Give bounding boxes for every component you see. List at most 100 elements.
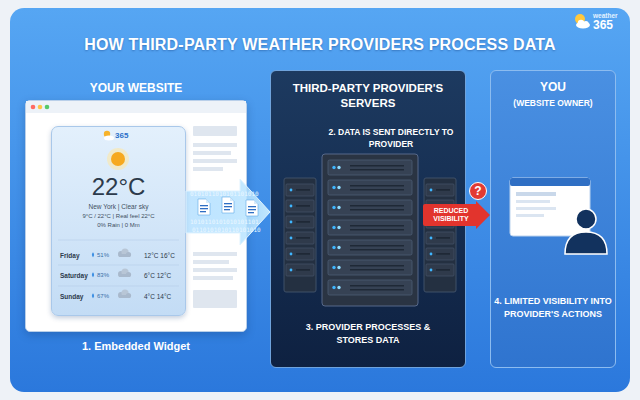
binary-data: 0101011010101101010 <box>190 190 259 197</box>
forecast-day: Sunday <box>60 293 83 301</box>
server-rack <box>328 200 412 215</box>
page-placeholder <box>193 290 237 308</box>
weather-widget: 365 22°C New York | Clear sky 9°C / 22°C | … <box>51 126 186 316</box>
cloud-icon <box>118 248 131 257</box>
sun-icon <box>111 152 125 166</box>
data-flow-arrow <box>186 179 270 245</box>
browser-chrome <box>38 105 43 110</box>
server-rack <box>426 264 454 276</box>
question-mark: ? <box>469 182 487 200</box>
server-rack <box>328 280 412 295</box>
monitor-icon <box>516 207 556 210</box>
browser-chrome <box>26 101 246 113</box>
server-rack <box>286 248 314 260</box>
server-rack <box>328 240 412 255</box>
widget-logo-icon <box>104 131 110 137</box>
monitor-icon <box>516 192 556 196</box>
browser-chrome <box>31 105 36 110</box>
rain-info: 0% Rain | 0 Mm <box>52 222 185 229</box>
forecast-divider <box>58 240 179 286</box>
location: New York | Clear sky <box>52 203 185 211</box>
sun-icon <box>107 148 129 170</box>
browser-chrome <box>26 101 246 113</box>
server-rack <box>286 264 314 276</box>
page-placeholder <box>193 276 233 280</box>
edge-label: REDUCED VISIBILITY <box>423 204 479 226</box>
forecast-divider <box>58 240 179 241</box>
forecast-divider <box>58 286 179 287</box>
server-rack <box>286 200 314 212</box>
diagram-title: HOW THIRD-PARTY WEATHER PROVIDERS PROCES… <box>0 35 640 54</box>
server-rack <box>286 184 314 196</box>
panel-heading: YOU <box>491 80 615 94</box>
monitor-icon <box>510 178 590 186</box>
server-rack <box>328 180 412 195</box>
server-rack <box>284 154 456 306</box>
monitor-icon <box>510 178 590 236</box>
page-placeholder <box>193 159 237 163</box>
binary-data: 1010110101010101101 <box>190 218 259 225</box>
rain-chance: 67% <box>97 293 109 300</box>
page-placeholder <box>193 151 231 155</box>
page-placeholder <box>193 126 237 308</box>
page-placeholder <box>193 143 237 147</box>
server-rack <box>322 154 418 306</box>
monitor-icon <box>510 178 590 236</box>
owner-panel: YOU(WEBSITE OWNER)4. LIMITED VISIBILITY … <box>490 70 616 368</box>
server-rack <box>424 178 456 292</box>
logo-icon <box>575 14 590 29</box>
cloud-icon <box>118 248 131 298</box>
panel-heading: THIRD-PARTY PROVIDER'S SERVERS <box>275 81 461 111</box>
step-caption: 2. DATA IS SENT DIRECTLY TO PROVIDER <box>321 126 461 150</box>
forecast-temps: 6°C 12°C <box>144 272 171 280</box>
server-rack <box>286 216 314 228</box>
page-placeholder <box>193 252 237 256</box>
monitor-icon <box>516 200 550 203</box>
sun-icon <box>107 148 129 170</box>
logo-icon <box>578 20 584 26</box>
rain-drop-icon <box>92 252 94 257</box>
page-placeholder <box>193 126 237 136</box>
browser-window: YOUR WEBSITE1. Embedded Widget36522°CNew… <box>25 100 247 332</box>
server-rack <box>426 232 454 244</box>
server-rack <box>328 260 412 275</box>
server-rack <box>426 184 454 196</box>
widget-logo-text: 365 <box>115 131 128 141</box>
logo-text: 365 <box>593 18 613 32</box>
rain-chance: 51% <box>97 252 109 259</box>
server-rack <box>284 178 316 292</box>
forecast-day: Friday <box>60 252 80 260</box>
page-placeholder <box>193 260 229 264</box>
document-icon <box>198 199 210 215</box>
page-placeholder <box>193 167 223 171</box>
person-icon <box>565 232 607 254</box>
binary-data: 0110101010110101010 <box>192 226 261 233</box>
step-caption: 1. Embedded Widget <box>26 340 246 353</box>
server-rack <box>426 248 454 260</box>
widget-logo-icon <box>104 131 114 141</box>
widget-logo-icon <box>104 136 114 141</box>
forecast-divider <box>58 265 179 266</box>
document-icon <box>222 197 234 213</box>
temperature: 22°C <box>52 173 185 201</box>
document-icon <box>198 197 258 216</box>
browser-chrome <box>45 105 50 110</box>
rain-chance: 83% <box>97 272 109 279</box>
rain-drop-icon <box>92 252 94 298</box>
forecast-day: Saturday <box>60 272 88 280</box>
cloud-icon <box>118 289 131 298</box>
person-icon <box>565 209 607 254</box>
temperature-range: 9°C / 22°C | Real feel 22°C <box>52 213 185 220</box>
server-rack <box>328 220 412 235</box>
server-rack <box>286 232 314 244</box>
section-heading: YOUR WEBSITE <box>26 81 246 95</box>
panel-subheading: (WEBSITE OWNER) <box>491 98 615 108</box>
forecast-temps: 4°C 14°C <box>144 293 171 301</box>
rain-drop-icon <box>92 293 94 298</box>
person-icon <box>576 209 596 229</box>
logo-icon <box>583 21 588 26</box>
forecast-temps: 12°C 16°C <box>144 252 175 260</box>
monitor-icon <box>516 214 544 217</box>
